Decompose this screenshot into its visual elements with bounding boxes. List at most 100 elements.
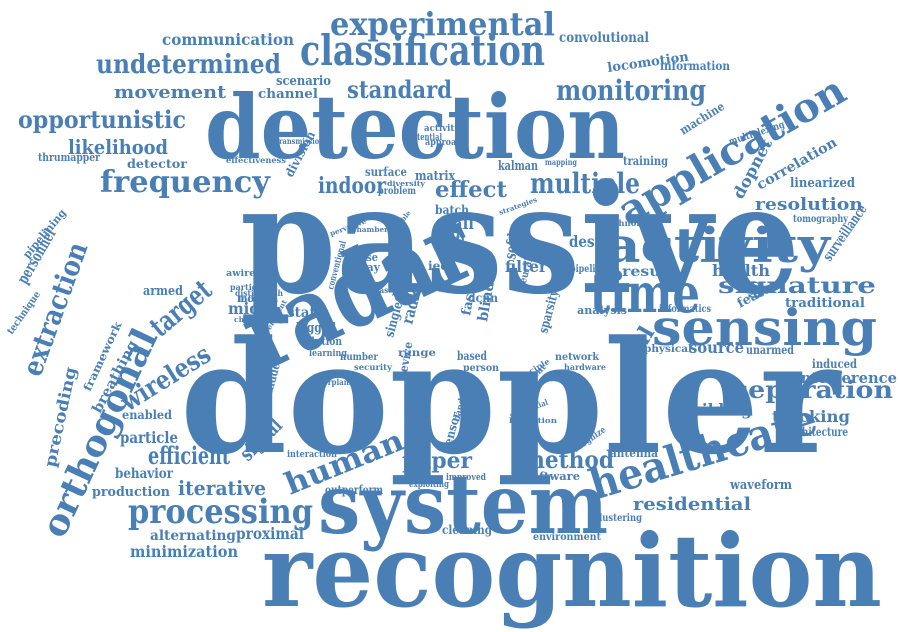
word-physical: physical	[644, 344, 692, 355]
word-classification: classification	[300, 26, 545, 75]
word-system: system	[318, 457, 608, 553]
word-person: person	[463, 363, 500, 374]
word-convolutional: convolutional	[559, 30, 649, 46]
word-method: method	[522, 445, 614, 474]
word-learning: learning	[309, 349, 348, 359]
word-residential: residential	[633, 494, 751, 515]
word-iterative: iterative	[178, 476, 266, 500]
word-chamber: chamber	[352, 225, 388, 234]
word-distinguish: distinguish	[235, 288, 283, 298]
word-solution: solution	[300, 335, 342, 348]
word-likelihood: likelihood	[68, 135, 168, 159]
word-enabled: enabled	[122, 408, 173, 422]
word-dcnn: dcnn	[468, 291, 498, 305]
word-surface: surface	[365, 165, 407, 179]
word-outperform: outperform	[325, 483, 383, 497]
word-informatics: informatics	[659, 304, 711, 315]
word-resolution: resolution	[755, 195, 863, 215]
word-shift: shift	[436, 232, 466, 248]
word-cleaning: cleaning	[442, 523, 493, 537]
word-separation: separation	[733, 375, 893, 404]
word-training: training	[623, 154, 668, 168]
word-range: range	[398, 348, 436, 359]
word-communication: communication	[162, 30, 294, 49]
word-induced: induced	[812, 357, 858, 371]
word-increase: increase	[358, 285, 393, 295]
word-model: model	[237, 291, 271, 305]
word-technology: technology	[604, 218, 656, 228]
word-limitation: limitation	[509, 416, 557, 425]
word-alternating: alternating	[150, 528, 236, 544]
word-tracking: tracking	[772, 407, 850, 426]
word-kalman: kalman	[498, 159, 538, 174]
word-minimization: minimization	[130, 542, 238, 561]
word-improved: improved	[446, 473, 487, 483]
word-waveform: waveform	[729, 478, 792, 493]
word-source: source	[689, 338, 744, 357]
word-challenging: challenging	[234, 315, 284, 324]
word-recognition: recognition	[262, 512, 882, 630]
word-activities: activities	[424, 124, 468, 134]
word-monitoring: monitoring	[556, 74, 706, 107]
word-mapping: mapping	[545, 157, 577, 167]
word-effectiveness: effectiveness	[226, 155, 287, 165]
word-behavior: behavior	[115, 466, 174, 482]
word-micro: micro	[228, 299, 276, 318]
word-linearized: linearized	[790, 176, 855, 191]
word-scenario: scenario	[276, 74, 331, 89]
word-static: static	[287, 305, 329, 321]
word-analysis: analysis	[577, 304, 627, 317]
word-device: device	[395, 340, 415, 380]
word-activity: activity	[605, 218, 832, 274]
word-potential: potential	[408, 133, 442, 143]
word-armed: armed	[143, 284, 183, 299]
word-transmission: transmission	[276, 136, 324, 146]
word-fast: fast	[459, 287, 479, 317]
word-result: result	[622, 264, 675, 280]
word-frequency: frequency	[100, 165, 272, 200]
word-effect: effect	[435, 177, 508, 203]
word-matrix: matrix	[415, 169, 455, 184]
word-interference: interference	[795, 369, 897, 387]
word-tomography: tomography	[793, 214, 849, 225]
word-paper: paper	[402, 448, 472, 474]
word-software: software	[525, 470, 580, 483]
word-floorplans: floorplans	[313, 377, 353, 387]
word-phase: phase	[346, 251, 378, 264]
word-hardware: hardware	[564, 362, 606, 372]
word-ieee: ieee	[428, 259, 456, 273]
word-building: building	[680, 400, 752, 419]
word-time: time	[590, 261, 700, 325]
word-signature: signature	[718, 273, 876, 299]
word-blind: blind	[475, 280, 498, 322]
word-opportunistic: opportunistic	[18, 105, 186, 134]
word-traditional: traditional	[785, 296, 865, 311]
word-movement: movement	[114, 82, 227, 103]
word-proximal: proximal	[236, 524, 304, 543]
word-particle: particle	[120, 428, 178, 447]
word-clustering: clustering	[594, 513, 642, 524]
word-exploiting: exploiting	[409, 480, 450, 490]
word-detector: detector	[127, 157, 188, 171]
word-pipelined: pipelined	[570, 264, 612, 275]
word-particular: particular	[230, 282, 276, 292]
word-sensing: sensing	[652, 298, 877, 357]
word-doppler: doppler	[180, 306, 842, 489]
word-detection: detection	[205, 75, 625, 179]
word-standard: standard	[347, 75, 452, 104]
word-based: based	[457, 349, 487, 363]
word-antenna: antenna	[610, 447, 658, 460]
word-number: number	[340, 352, 379, 363]
word-environment: environment	[533, 532, 601, 543]
word-wall: wall	[439, 214, 474, 233]
word-legged: legged	[296, 321, 336, 336]
word-batch: batch	[435, 203, 469, 217]
word-array: array	[348, 261, 381, 274]
word-health: health	[712, 261, 770, 280]
word-indoor: indoor	[318, 173, 386, 199]
word-channel: channel	[258, 87, 318, 102]
word-design: design	[569, 232, 619, 251]
word-undetermined: undetermined	[96, 50, 281, 80]
word-interaction: interaction	[287, 450, 337, 460]
word-information: information	[660, 59, 730, 73]
